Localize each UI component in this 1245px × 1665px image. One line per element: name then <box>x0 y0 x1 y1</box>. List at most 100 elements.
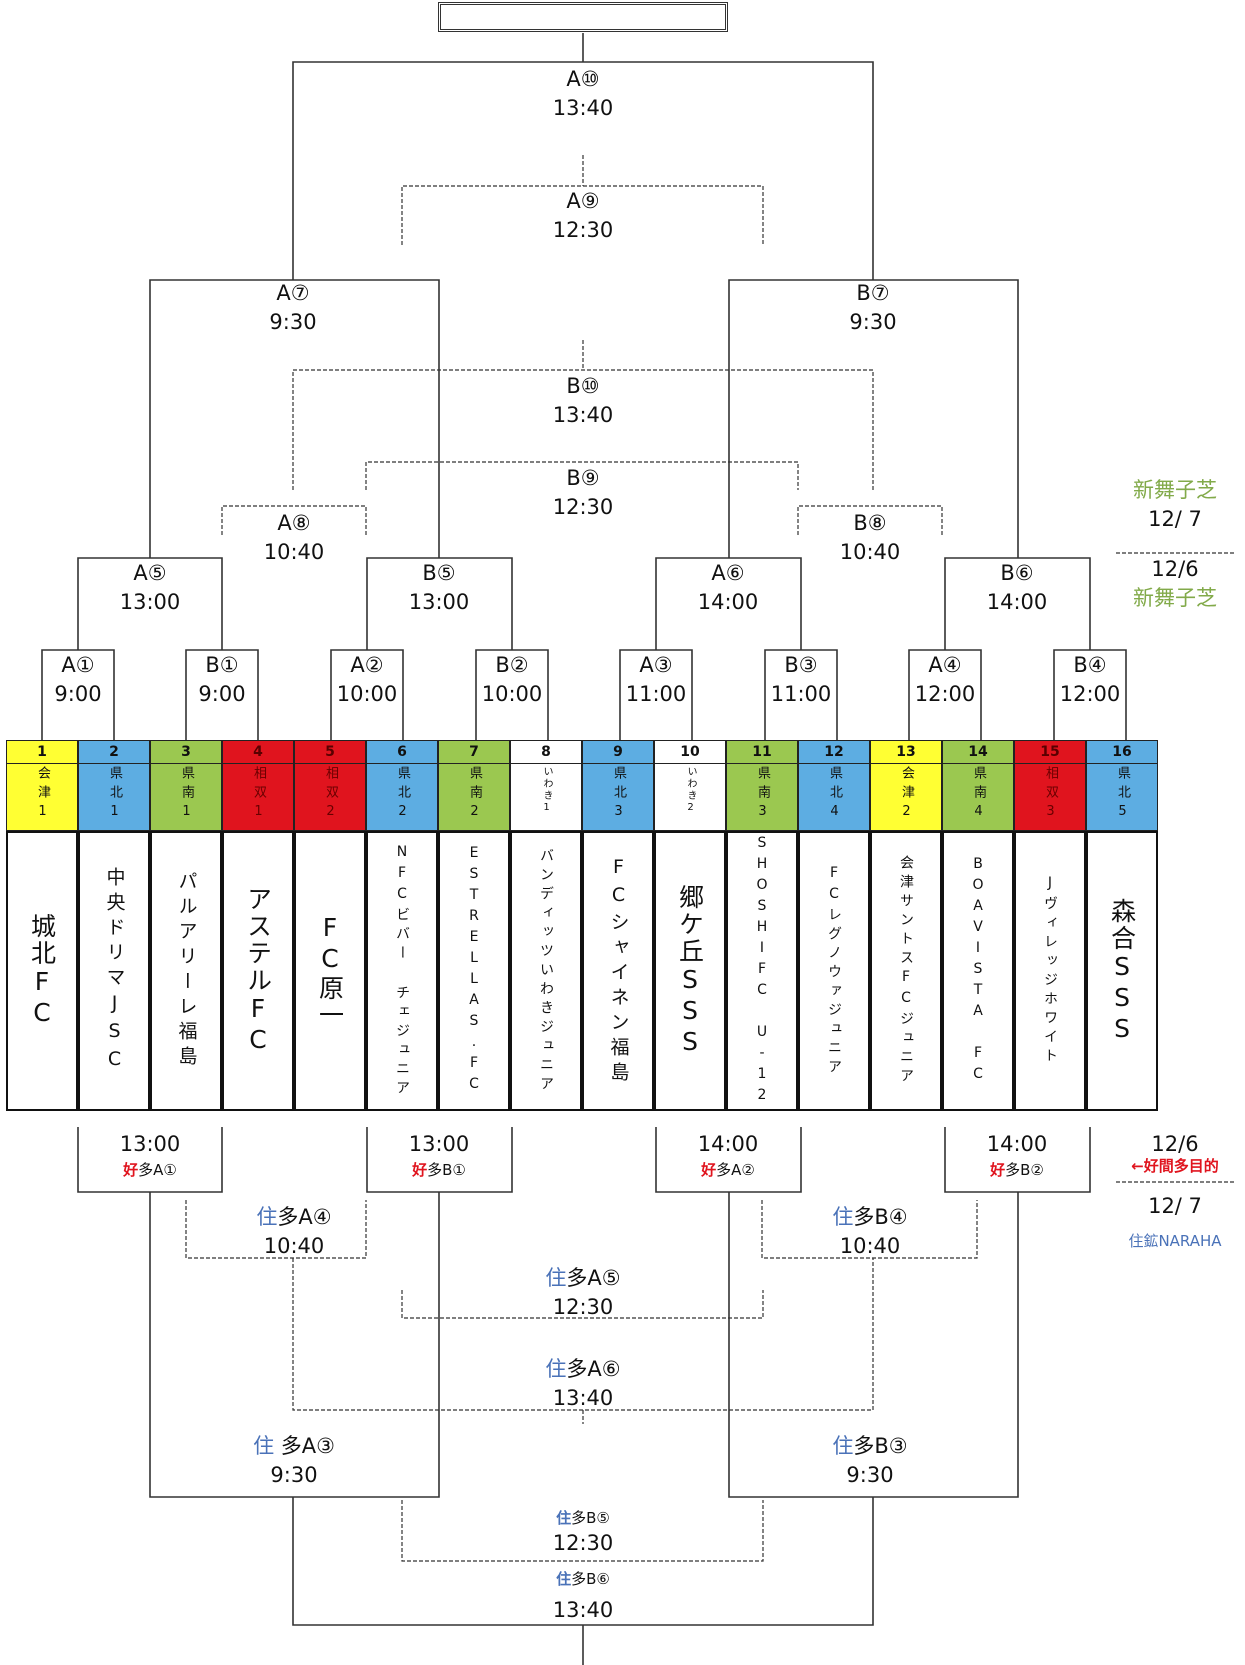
venue-mark: 住 <box>253 1434 275 1458</box>
region-label: いわき1 <box>541 766 552 815</box>
team-card: 会津サントスFCジュニア <box>870 831 942 1111</box>
match-label: B② <box>495 653 529 677</box>
match-time: 9:30 <box>846 1463 894 1487</box>
team-card: Jヴィレッジホワイト <box>1014 831 1086 1111</box>
match-B1: B① 9:00 <box>198 651 245 709</box>
match-label: B⑨ <box>566 466 600 490</box>
match-label: B③ <box>784 653 818 677</box>
team-name: アステルFC <box>243 886 273 1056</box>
team-name: 郷ケ丘SSS <box>675 884 705 1058</box>
team-name: 城北FC <box>27 913 57 1029</box>
match-label: A② <box>350 653 384 677</box>
seed-number: 10 <box>655 741 725 764</box>
match-time: 9:30 <box>269 310 317 334</box>
team-name: 森合SSS <box>1107 897 1137 1045</box>
seed-number: 16 <box>1087 741 1157 764</box>
team-name: 中央ドリマJSC <box>103 866 126 1076</box>
match-time: 13:40 <box>552 96 614 120</box>
team-name: SHOSHIFC U-12 <box>754 834 770 1108</box>
match-label: 多A① <box>138 1161 177 1179</box>
match-time: 13:00 <box>119 590 181 614</box>
venue-mark: 住 <box>545 1266 567 1290</box>
venue-mark: 好 <box>123 1161 139 1179</box>
seed-cell: 10 いわき2 <box>654 740 726 831</box>
team-card: ESTRELLAS.FC <box>438 831 510 1111</box>
seed-number: 9 <box>583 741 653 764</box>
match-A6: A⑥ 14:00 <box>698 559 759 617</box>
region-label: 県北1 <box>107 766 122 825</box>
match-label: B⑩ <box>566 374 600 398</box>
match-label: B① <box>205 653 239 677</box>
champion-box <box>438 2 728 32</box>
match-label: A⑧ <box>277 511 311 535</box>
date-day2-lower: 12/ 7 <box>1148 1194 1202 1218</box>
match-label: 多A⑥ <box>566 1357 621 1381</box>
team-name: FC原一 <box>315 913 345 1029</box>
region-label: 相双2 <box>323 766 338 825</box>
match-A9: A⑨ 12:30 <box>553 187 614 245</box>
seed-number: 1 <box>7 741 77 764</box>
match-label: B④ <box>1073 653 1107 677</box>
match-time: 13:00 <box>408 1132 470 1156</box>
seed-number: 11 <box>727 741 797 764</box>
match-time: 12:30 <box>552 1531 614 1555</box>
seed-number: 12 <box>799 741 869 764</box>
match-time: 14:00 <box>697 590 759 614</box>
match-time: 13:40 <box>552 1386 614 1410</box>
match-label: A③ <box>639 653 673 677</box>
match-time: 13:40 <box>552 1598 614 1622</box>
match-label: A⑥ <box>711 561 745 585</box>
region-label: いわき2 <box>685 766 696 815</box>
team-name: ESTRELLAS.FC <box>466 845 482 1097</box>
team-name: 会津サントスFCジュニア <box>898 855 914 1087</box>
match-label: A⑨ <box>566 189 600 213</box>
match-label: 多B① <box>427 1161 466 1179</box>
region-label: 県北5 <box>1115 766 1130 825</box>
match-label: B⑤ <box>422 561 456 585</box>
match-label: A⑦ <box>276 281 310 305</box>
team-name: FCシャイネン福島 <box>607 855 630 1087</box>
region-label: 県北2 <box>395 766 410 825</box>
match-time: 9:00 <box>198 682 246 706</box>
team-card: バンディッツいわきジュニア <box>510 831 582 1111</box>
match-label: A④ <box>928 653 962 677</box>
region-label: 県北4 <box>827 766 842 825</box>
match-label: 多B② <box>1005 1161 1044 1179</box>
date-day1-lower: 12/6 <box>1151 1132 1199 1156</box>
region-label: 県南1 <box>179 766 194 825</box>
match-time: 12:30 <box>552 1295 614 1319</box>
team-card: 郷ケ丘SSS <box>654 831 726 1111</box>
venue-mark: 好 <box>701 1161 717 1179</box>
region-label: 相双3 <box>1043 766 1058 825</box>
venue-shinmaiko-day2: 新舞子芝 <box>1133 478 1217 502</box>
team-name: BOAVISTA FC <box>970 855 986 1087</box>
match-time: 10:40 <box>839 540 901 564</box>
match-time: 12:30 <box>552 218 614 242</box>
venue-mark: 住 <box>832 1205 854 1229</box>
match-label: 多B④ <box>853 1205 908 1229</box>
